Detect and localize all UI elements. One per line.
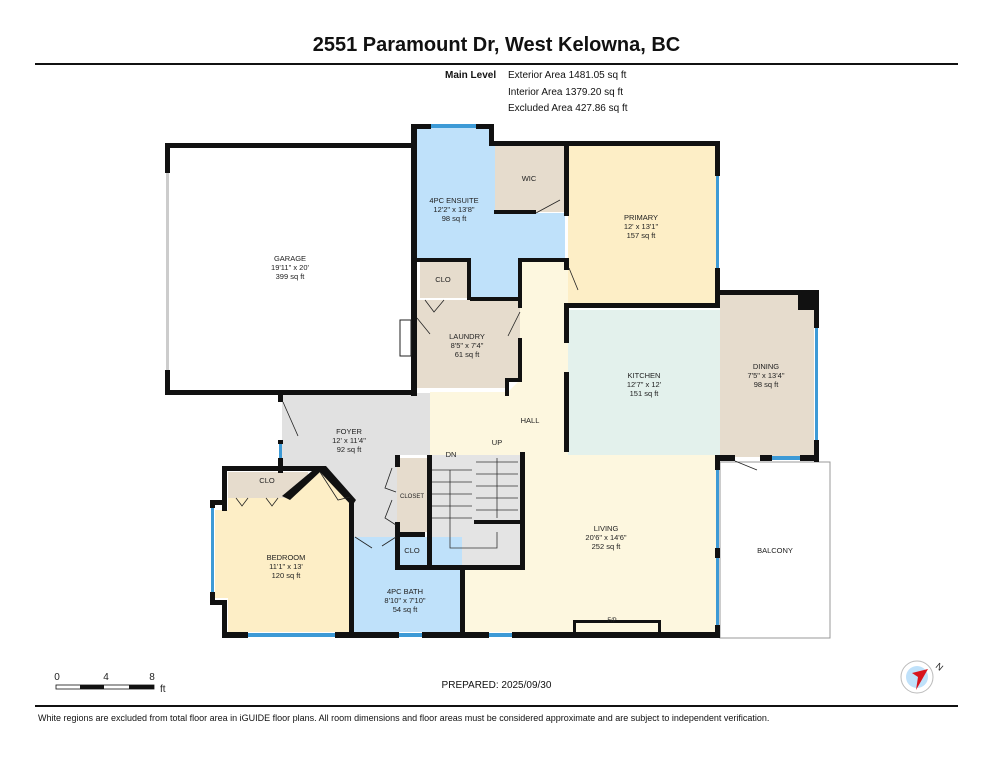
exterior-area: Exterior Area 1481.05 sq ft bbox=[508, 70, 627, 81]
svg-text:12' x 11'4": 12' x 11'4" bbox=[332, 436, 366, 445]
page-title: 2551 Paramount Dr, West Kelowna, BC bbox=[312, 34, 681, 56]
svg-text:54 sq ft: 54 sq ft bbox=[393, 605, 419, 614]
prepared-date: PREPARED: 2025/09/30 bbox=[441, 680, 552, 691]
room-garage bbox=[168, 146, 413, 390]
label-wic: WIC bbox=[522, 174, 537, 183]
svg-text:8: 8 bbox=[149, 672, 155, 683]
garage-door bbox=[166, 173, 169, 370]
header-divider bbox=[35, 63, 958, 65]
svg-text:4PC ENSUITE: 4PC ENSUITE bbox=[429, 196, 478, 205]
room-laundry bbox=[417, 300, 520, 388]
svg-text:120 sq ft: 120 sq ft bbox=[272, 571, 302, 580]
svg-text:157 sq ft: 157 sq ft bbox=[627, 231, 657, 240]
scale-bar: 0 4 8 ft bbox=[54, 672, 166, 695]
room-wic bbox=[495, 146, 565, 212]
room-balcony bbox=[719, 461, 831, 639]
label-stairs-dn: DN bbox=[446, 450, 457, 459]
disclaimer: White regions are excluded from total fl… bbox=[38, 713, 770, 723]
svg-text:0: 0 bbox=[54, 672, 60, 683]
stair-treads bbox=[432, 458, 520, 549]
label-clo-bath: CLO bbox=[404, 546, 420, 555]
room-closet bbox=[397, 458, 427, 532]
laundry-garage-step bbox=[399, 319, 412, 357]
room-primary bbox=[568, 146, 716, 303]
svg-text:151 sq ft: 151 sq ft bbox=[630, 389, 660, 398]
svg-text:12' x 13'1": 12' x 13'1" bbox=[624, 222, 659, 231]
label-clo-bedroom: CLO bbox=[259, 476, 275, 485]
room-kitchen bbox=[568, 310, 720, 455]
svg-text:19'11" x 20': 19'11" x 20' bbox=[271, 263, 309, 272]
excluded-area: Excluded Area 427.86 sq ft bbox=[508, 103, 628, 114]
svg-text:399 sq ft: 399 sq ft bbox=[276, 272, 306, 281]
door-swings bbox=[235, 199, 758, 549]
svg-text:DINING: DINING bbox=[753, 362, 779, 371]
label-hall: HALL bbox=[521, 416, 540, 425]
svg-text:8'5" x 7'4": 8'5" x 7'4" bbox=[451, 341, 484, 350]
room-clo-laundry bbox=[420, 262, 467, 298]
footer-divider bbox=[35, 705, 958, 707]
label-balcony: BALCONY bbox=[757, 546, 793, 555]
room-bath bbox=[353, 537, 462, 632]
walls bbox=[165, 124, 819, 638]
svg-text:4PC BATH: 4PC BATH bbox=[387, 587, 423, 596]
svg-text:PRIMARY: PRIMARY bbox=[624, 213, 658, 222]
svg-text:11'1" x 13': 11'1" x 13' bbox=[269, 562, 303, 571]
svg-text:BEDROOM: BEDROOM bbox=[267, 553, 306, 562]
svg-text:N: N bbox=[934, 661, 945, 673]
svg-text:20'6" x 14'6": 20'6" x 14'6" bbox=[585, 533, 626, 542]
room-ensuite bbox=[416, 127, 565, 297]
svg-text:12'2" x 13'8": 12'2" x 13'8" bbox=[433, 205, 474, 214]
svg-text:GARAGE: GARAGE bbox=[274, 254, 306, 263]
svg-text:LIVING: LIVING bbox=[594, 524, 619, 533]
svg-text:92 sq ft: 92 sq ft bbox=[337, 445, 363, 454]
label-clo-laundry: CLO bbox=[435, 275, 451, 284]
room-bedroom bbox=[215, 472, 352, 632]
svg-text:FOYER: FOYER bbox=[336, 427, 362, 436]
svg-text:252 sq ft: 252 sq ft bbox=[592, 542, 622, 551]
interior-area: Interior Area 1379.20 sq ft bbox=[508, 87, 624, 98]
svg-text:61 sq ft: 61 sq ft bbox=[455, 350, 481, 359]
label-fireplace: F/P bbox=[607, 618, 616, 624]
svg-text:98 sq ft: 98 sq ft bbox=[442, 214, 468, 223]
north-arrow-compass-icon: N bbox=[900, 660, 945, 694]
svg-text:12'7" x 12': 12'7" x 12' bbox=[627, 380, 662, 389]
level-name: Main Level bbox=[445, 70, 497, 81]
windows bbox=[211, 124, 818, 637]
svg-text:98 sq ft: 98 sq ft bbox=[754, 380, 780, 389]
svg-text:KITCHEN: KITCHEN bbox=[628, 371, 661, 380]
label-closet: CLOSET bbox=[400, 494, 424, 500]
svg-text:8'10" x 7'10": 8'10" x 7'10" bbox=[384, 596, 425, 605]
svg-text:LAUNDRY: LAUNDRY bbox=[449, 332, 485, 341]
svg-text:4: 4 bbox=[103, 672, 109, 683]
room-foyer bbox=[282, 393, 430, 537]
label-stairs-up: UP bbox=[492, 438, 502, 447]
svg-text:ft: ft bbox=[160, 684, 166, 695]
room-dining bbox=[720, 293, 814, 457]
room-hall bbox=[430, 262, 717, 632]
svg-text:7'5" x 13'4": 7'5" x 13'4" bbox=[748, 371, 785, 380]
